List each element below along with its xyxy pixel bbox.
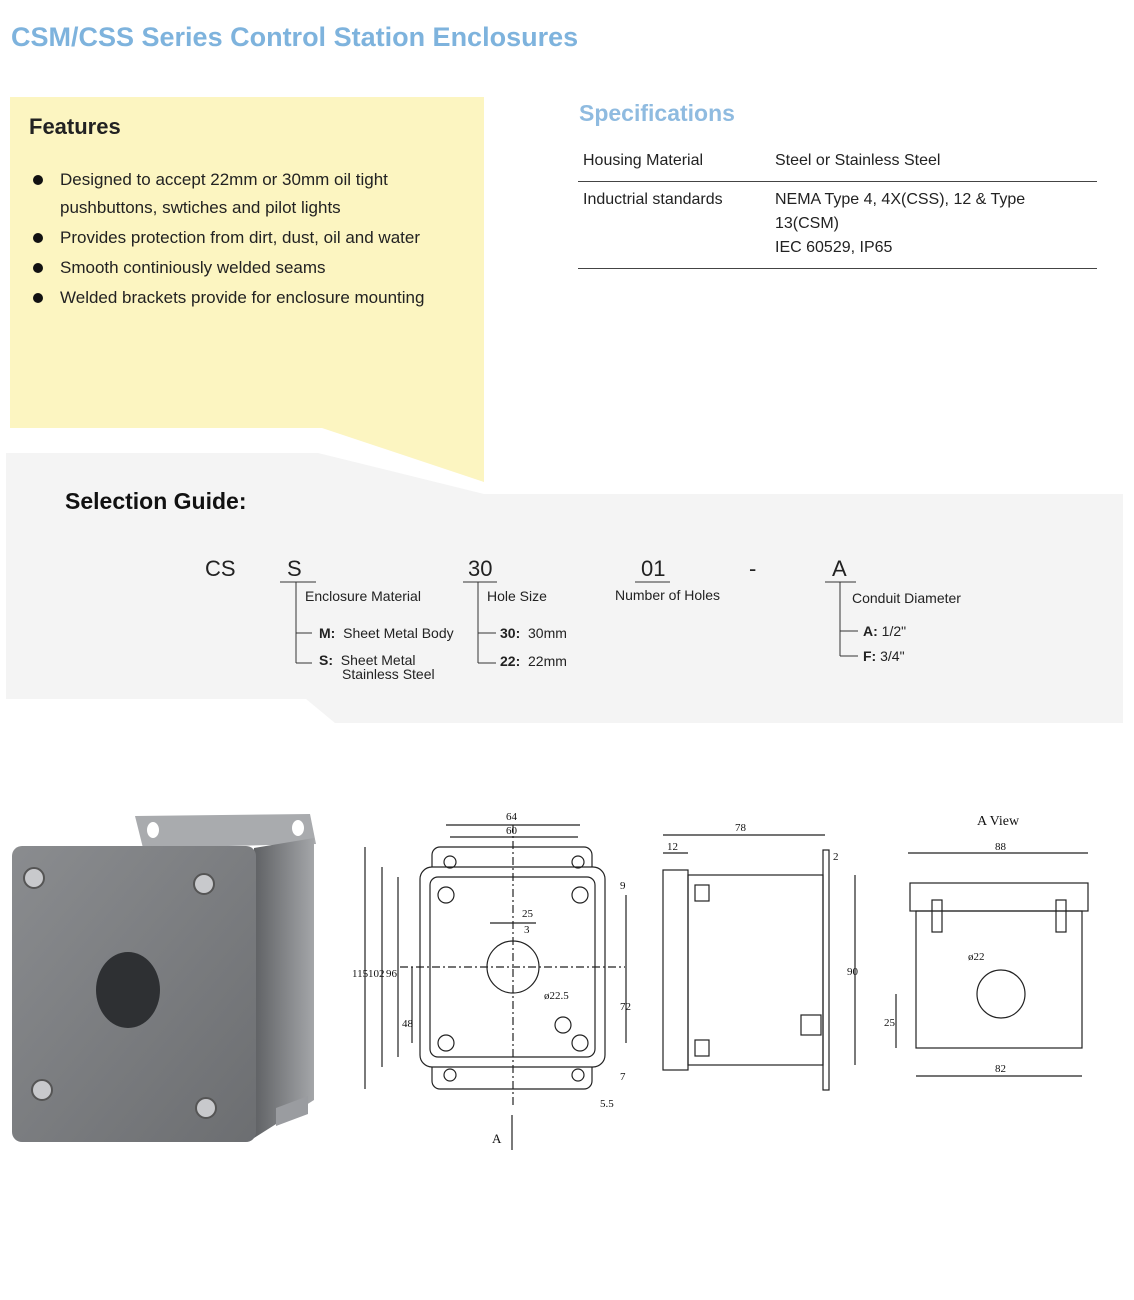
bullet-icon bbox=[33, 293, 43, 303]
svg-text:5.5: 5.5 bbox=[600, 1098, 614, 1110]
svg-text:ø22.5: ø22.5 bbox=[544, 990, 569, 1002]
enclosure-photo bbox=[12, 814, 316, 1142]
svg-text:12: 12 bbox=[667, 841, 678, 853]
bullet-icon bbox=[33, 233, 43, 243]
rear-bracket bbox=[135, 814, 316, 848]
a-view-drawing: A View 88 82 25 ø22 bbox=[884, 814, 1089, 1077]
svg-text:7: 7 bbox=[620, 1071, 626, 1083]
material-label: Enclosure Material bbox=[305, 588, 421, 604]
svg-text:82: 82 bbox=[995, 1063, 1006, 1075]
svg-text:64: 64 bbox=[506, 811, 518, 823]
svg-text:96: 96 bbox=[386, 968, 398, 980]
a-view-title: A View bbox=[977, 814, 1020, 829]
conduit-label: Conduit Diameter bbox=[852, 590, 961, 606]
svg-text:90: 90 bbox=[847, 966, 859, 978]
svg-text:3: 3 bbox=[524, 924, 530, 936]
holes-label: Number of Holes bbox=[615, 587, 721, 603]
feature-item: Provides protection from dirt, dust, oil… bbox=[30, 224, 440, 252]
svg-text:25: 25 bbox=[884, 1017, 896, 1029]
features-title: Features bbox=[29, 114, 121, 139]
side-view-drawing: 78 12 2 90 bbox=[662, 822, 859, 1091]
svg-text:25: 25 bbox=[522, 908, 534, 920]
code-prefix: CS bbox=[205, 556, 236, 581]
bullet-icon bbox=[33, 175, 43, 185]
svg-text:9: 9 bbox=[620, 880, 626, 892]
hole-size-option-30: 30: 30mm bbox=[500, 625, 567, 641]
svg-text:78: 78 bbox=[735, 822, 747, 834]
bullet-icon bbox=[33, 263, 43, 273]
svg-text:2: 2 bbox=[833, 851, 839, 863]
svg-text:72: 72 bbox=[620, 1001, 631, 1013]
svg-text:102: 102 bbox=[368, 968, 385, 980]
svg-text:115: 115 bbox=[352, 968, 369, 980]
page-title: CSM/CSS Series Control Station Enclosure… bbox=[11, 22, 579, 52]
screw-icons bbox=[23, 867, 217, 1119]
features-list: Designed to accept 22mm or 30mm oil tigh… bbox=[30, 166, 440, 314]
spec-row-standards: Inductrial standards NEMA Type 4, 4X(CSS… bbox=[578, 181, 1097, 269]
svg-text:60: 60 bbox=[506, 825, 518, 837]
feature-item: Welded brackets provide for enclosure mo… bbox=[30, 284, 440, 312]
hole-size-label: Hole Size bbox=[487, 588, 547, 604]
svg-text:88: 88 bbox=[995, 841, 1007, 853]
feature-item: Smooth continiously welded seams bbox=[30, 254, 440, 282]
feature-item: Designed to accept 22mm or 30mm oil tigh… bbox=[30, 166, 440, 222]
svg-text:ø22: ø22 bbox=[968, 951, 985, 963]
spec-row-housing: Housing Material Steel or Stainless Stee… bbox=[578, 143, 1097, 182]
spec-value: NEMA Type 4, 4X(CSS), 12 & Type 13(CSM)I… bbox=[770, 181, 1097, 269]
bottom-bracket bbox=[276, 1096, 308, 1126]
spec-value: Steel or Stainless Steel bbox=[770, 143, 1097, 182]
selection-guide-title: Selection Guide: bbox=[65, 488, 247, 514]
spec-key: Inductrial standards bbox=[578, 181, 770, 269]
enclosure-side bbox=[254, 838, 314, 1138]
conduit-option-a: A: 1/2" bbox=[863, 623, 907, 639]
code-holes: 01 bbox=[641, 556, 666, 581]
features-background bbox=[10, 97, 484, 482]
code-dash: - bbox=[749, 556, 757, 581]
spec-key: Housing Material bbox=[578, 143, 770, 182]
code-hole-size: 30 bbox=[468, 556, 493, 581]
material-option-m: M: Sheet Metal Body bbox=[319, 625, 454, 641]
code-conduit: A bbox=[832, 556, 847, 581]
conduit-option-f: F: 3/4" bbox=[863, 648, 905, 664]
specifications-title: Specifications bbox=[579, 100, 735, 126]
specifications-table: Housing Material Steel or Stainless Stee… bbox=[578, 143, 1097, 269]
svg-text:48: 48 bbox=[402, 1018, 414, 1030]
hole-icon bbox=[96, 952, 160, 1028]
code-material: S bbox=[287, 556, 302, 581]
svg-text:A: A bbox=[492, 1131, 502, 1146]
hole-size-option-22: 22: 22mm bbox=[500, 653, 567, 669]
